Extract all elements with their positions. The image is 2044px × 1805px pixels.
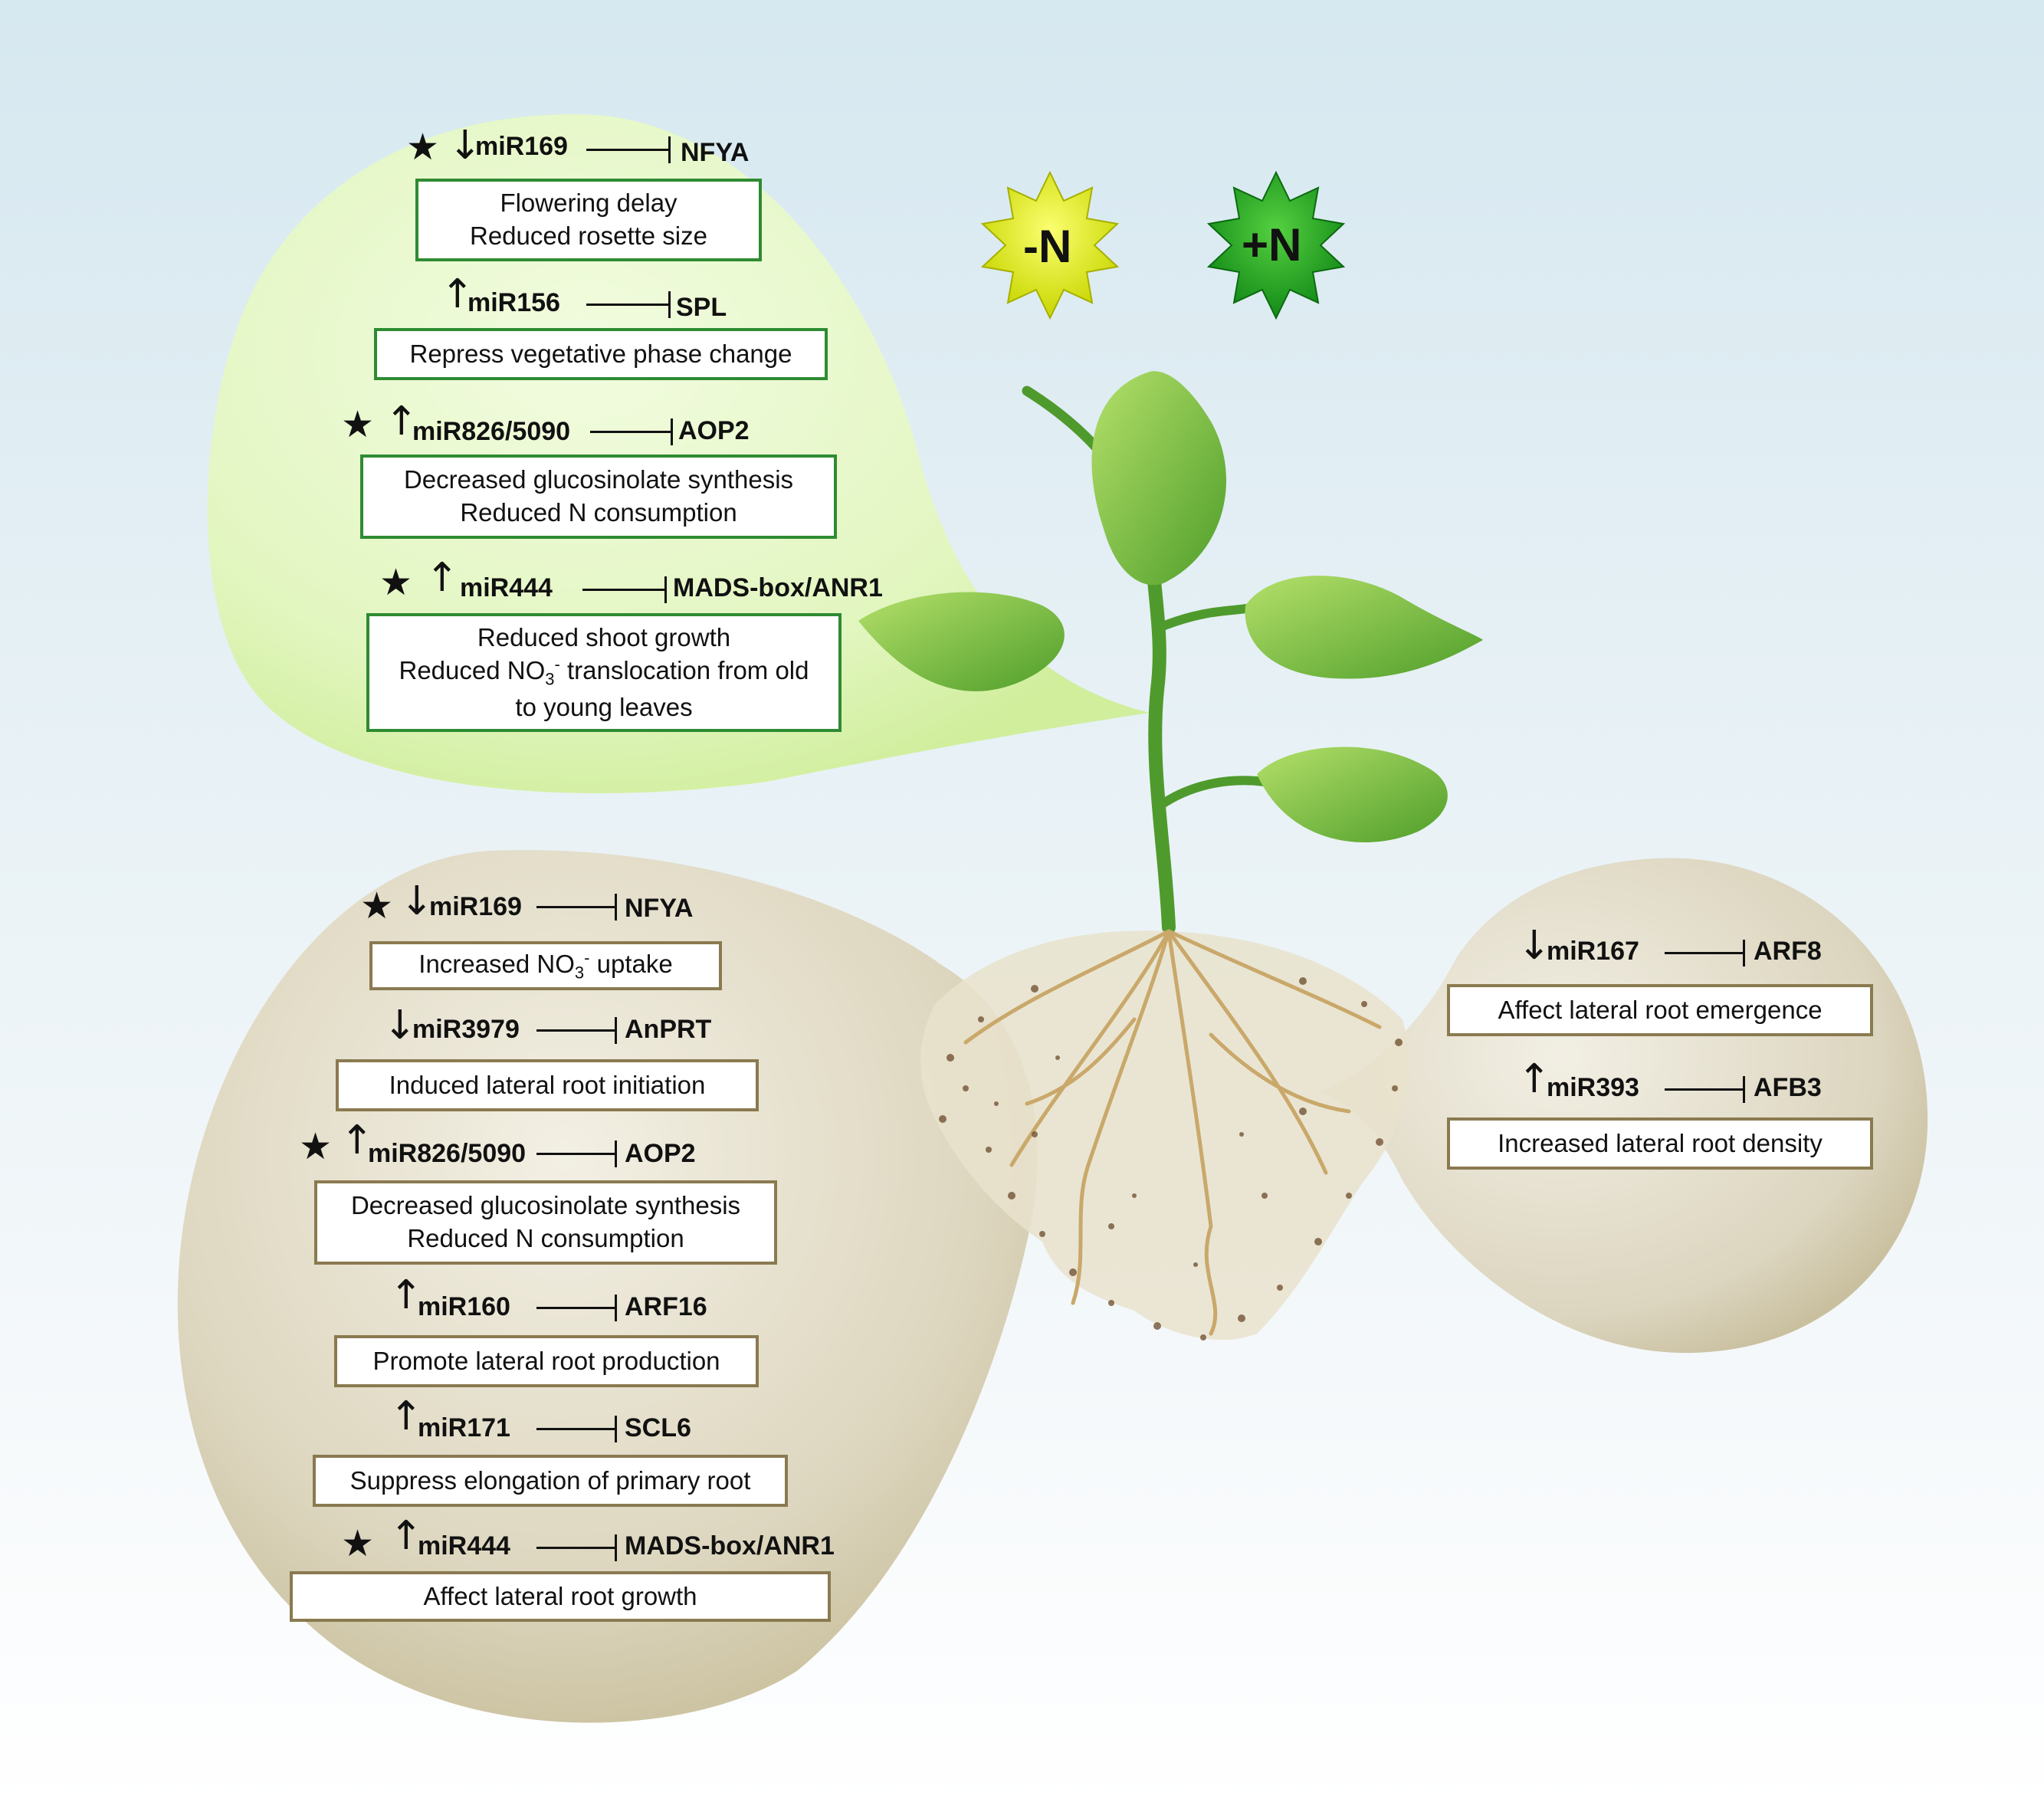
mirna-label: miR167 <box>1547 937 1639 966</box>
arrow-down-icon: ↓ <box>448 123 482 169</box>
effect-box: Increased NO3- uptake <box>369 941 722 990</box>
effect-line: Suppress elongation of primary root <box>349 1465 751 1495</box>
effect-line: Induced lateral root initiation <box>389 1070 706 1099</box>
star-icon: ★ <box>406 126 440 169</box>
effect-box: Reduced shoot growth Reduced NO3- transl… <box>366 613 842 732</box>
effect-box: Affect lateral root growth <box>290 1571 831 1622</box>
arrow-down-icon: ↓ <box>400 878 434 924</box>
leaf-lower <box>1257 747 1448 843</box>
star-icon: ★ <box>299 1125 333 1168</box>
arrow-up-icon: ↑ <box>441 271 474 317</box>
mirna-label: miR156 <box>468 288 560 317</box>
star-icon: ★ <box>360 884 394 927</box>
inhibition-arrow <box>586 136 671 163</box>
arrow-up-icon: ↑ <box>385 399 418 445</box>
inhibition-arrow <box>536 1416 617 1442</box>
inhibition-arrow <box>586 291 671 318</box>
effect-line: Decreased glucosinolate synthesis <box>403 465 794 494</box>
arrow-up-icon: ↑ <box>389 1513 423 1559</box>
arrow-down-icon: ↓ <box>383 1003 417 1049</box>
target-label: SCL6 <box>625 1413 691 1442</box>
mirna-label: miR826/5090 <box>368 1139 527 1168</box>
mirna-label: miR826/5090 <box>412 417 571 446</box>
effect-line: Reduced shoot growth <box>477 622 731 651</box>
inhibition-arrow <box>1665 1076 1745 1103</box>
arrow-up-icon: ↑ <box>389 1393 423 1439</box>
effect-line: Affect lateral root growth <box>423 1581 697 1610</box>
target-label: ARF16 <box>625 1292 707 1321</box>
inhibition-arrow <box>536 1534 617 1561</box>
root-bubble-right <box>1318 858 1928 1354</box>
effect-line: Affect lateral root emergence <box>1498 995 1823 1024</box>
inhibition-arrow <box>536 1295 617 1321</box>
target-label: AOP2 <box>678 416 750 445</box>
effect-line: Reduced NO3- translocation from old <box>399 655 809 689</box>
plus-n-badge <box>1206 170 1346 320</box>
effect-box: Flowering delay Reduced rosette size <box>415 179 762 261</box>
target-label: NFYA <box>681 138 750 167</box>
arrow-down-icon: ↓ <box>1517 923 1551 969</box>
mirna-label: miR393 <box>1547 1073 1639 1102</box>
arrow-up-icon: ↑ <box>389 1272 423 1318</box>
effect-line: Promote lateral root production <box>372 1346 720 1375</box>
target-label: NFYA <box>625 894 694 923</box>
effect-line: to young leaves <box>515 692 693 721</box>
target-label: AOP2 <box>625 1139 696 1168</box>
effect-line: Reduced N consumption <box>460 498 737 527</box>
target-label: MADS-box/ANR1 <box>673 573 883 602</box>
leaf-right <box>1245 576 1483 679</box>
target-label: AFB3 <box>1754 1073 1822 1102</box>
arrow-up-icon: ↑ <box>1517 1056 1551 1102</box>
plant <box>858 371 1483 934</box>
star-icon: ★ <box>341 403 375 446</box>
minus-n-badge <box>980 170 1120 320</box>
effect-line: Decreased glucosinolate synthesis <box>350 1191 741 1220</box>
effect-box: Suppress elongation of primary root <box>313 1455 788 1507</box>
effect-box: Decreased glucosinolate synthesis Reduce… <box>360 455 837 539</box>
mirna-label: miR169 <box>475 132 568 161</box>
inhibition-arrow <box>536 1017 617 1044</box>
effect-line: Reduced N consumption <box>407 1224 684 1252</box>
leaf-top <box>1091 371 1226 586</box>
mirna-label: miR444 <box>460 573 553 602</box>
star-icon: ★ <box>379 561 413 604</box>
mirna-label: miR3979 <box>412 1015 520 1044</box>
effect-box: Promote lateral root production <box>334 1335 759 1387</box>
target-label: SPL <box>676 293 727 322</box>
effect-line: Increased NO3- uptake <box>418 947 673 983</box>
mirna-label: miR171 <box>418 1413 510 1442</box>
effect-box: Repress vegetative phase change <box>374 328 828 380</box>
effect-box: Increased lateral root density <box>1447 1117 1873 1170</box>
effect-box: Induced lateral root initiation <box>336 1059 759 1111</box>
arrow-up-icon: ↑ <box>425 555 459 601</box>
mirna-label: miR444 <box>418 1531 510 1561</box>
arrow-up-icon: ↑ <box>340 1117 374 1163</box>
inhibition-arrow <box>1665 940 1745 966</box>
inhibition-arrow <box>582 576 667 603</box>
target-label: ARF8 <box>1754 937 1822 966</box>
leaf-left <box>858 592 1065 691</box>
effect-line: Repress vegetative phase change <box>409 339 792 368</box>
mirna-label: miR160 <box>418 1292 510 1321</box>
minus-n-label: -N <box>1023 221 1072 272</box>
effect-box: Decreased glucosinolate synthesis Reduce… <box>314 1180 777 1265</box>
effect-line: Reduced rosette size <box>469 222 707 250</box>
effect-box: Affect lateral root emergence <box>1447 984 1873 1036</box>
inhibition-arrow <box>536 1140 617 1167</box>
inhibition-arrow <box>590 418 673 445</box>
root-system <box>920 929 1409 1341</box>
plus-n-label: +N <box>1242 219 1302 271</box>
target-label: AnPRT <box>625 1015 712 1044</box>
target-label: MADS-box/ANR1 <box>625 1531 835 1561</box>
inhibition-arrow <box>536 894 617 921</box>
effect-line: Flowering delay <box>500 189 678 218</box>
star-icon: ★ <box>341 1522 375 1565</box>
mirna-label: miR169 <box>429 892 522 921</box>
effect-line: Increased lateral root density <box>1498 1128 1823 1157</box>
